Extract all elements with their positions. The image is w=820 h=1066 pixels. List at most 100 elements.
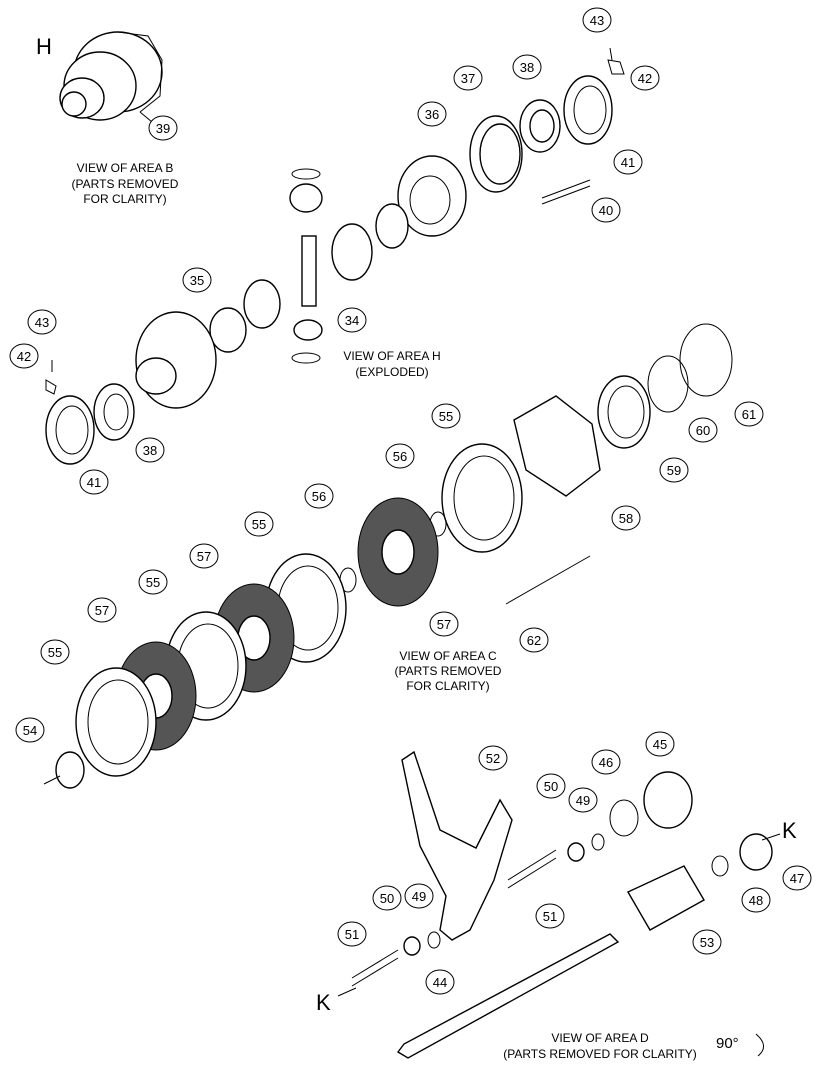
callout-49-left: 49 bbox=[404, 883, 434, 909]
callout-56-mid: 56 bbox=[304, 483, 334, 509]
callout-50-left: 50 bbox=[372, 885, 402, 911]
svg-text:60: 60 bbox=[696, 423, 710, 438]
callout-35: 35 bbox=[182, 267, 212, 293]
callout-49-right: 49 bbox=[568, 787, 598, 813]
callout-44: 44 bbox=[425, 969, 455, 995]
callout-50-right: 50 bbox=[536, 773, 566, 799]
svg-text:34: 34 bbox=[345, 313, 359, 328]
svg-text:61: 61 bbox=[742, 407, 756, 422]
svg-text:51: 51 bbox=[345, 927, 359, 942]
callout-45: 45 bbox=[645, 731, 675, 757]
area-c-note-1: (PARTS REMOVED bbox=[395, 664, 502, 678]
svg-text:55: 55 bbox=[48, 645, 62, 660]
callout-42-left: 42 bbox=[9, 343, 39, 369]
svg-text:41: 41 bbox=[87, 475, 101, 490]
svg-text:49: 49 bbox=[576, 793, 590, 808]
callout-46: 46 bbox=[591, 749, 621, 775]
area-h-title: VIEW OF AREA H bbox=[343, 349, 440, 363]
callout-51-left: 51 bbox=[337, 921, 367, 947]
callout-62: 62 bbox=[519, 627, 549, 653]
svg-text:56: 56 bbox=[312, 489, 326, 504]
svg-text:50: 50 bbox=[380, 891, 394, 906]
callout-42-top: 42 bbox=[630, 65, 660, 91]
callout-53: 53 bbox=[692, 929, 722, 955]
svg-text:57: 57 bbox=[95, 603, 109, 618]
svg-text:42: 42 bbox=[17, 349, 31, 364]
svg-text:55: 55 bbox=[439, 409, 453, 424]
svg-text:62: 62 bbox=[527, 633, 541, 648]
marker-k-left: K bbox=[316, 990, 331, 1015]
area-c-title: VIEW OF AREA C bbox=[399, 649, 497, 663]
area-h-note: (EXPLODED) bbox=[355, 365, 428, 379]
area-b-note-2: FOR CLARITY) bbox=[83, 192, 166, 206]
area-b-note-1: (PARTS REMOVED bbox=[72, 177, 179, 191]
area-h-assembly bbox=[45, 47, 625, 465]
svg-text:54: 54 bbox=[23, 723, 37, 738]
callout-43-left: 43 bbox=[27, 309, 57, 335]
callout-37: 37 bbox=[453, 65, 483, 91]
svg-text:39: 39 bbox=[156, 121, 170, 136]
svg-text:35: 35 bbox=[190, 273, 204, 288]
callout-54: 54 bbox=[15, 717, 45, 743]
svg-text:58: 58 bbox=[619, 511, 633, 526]
svg-text:44: 44 bbox=[433, 975, 447, 990]
callout-38-top: 38 bbox=[512, 54, 542, 80]
callout-55-left: 55 bbox=[40, 639, 70, 665]
callout-38-left: 38 bbox=[135, 437, 165, 463]
svg-text:38: 38 bbox=[520, 60, 534, 75]
callout-58: 58 bbox=[611, 505, 641, 531]
svg-text:47: 47 bbox=[790, 871, 804, 886]
svg-text:42: 42 bbox=[638, 71, 652, 86]
area-d-title: VIEW OF AREA D bbox=[551, 1031, 649, 1045]
callout-55-lower: 55 bbox=[138, 569, 168, 595]
svg-text:59: 59 bbox=[667, 463, 681, 478]
callout-57-left: 57 bbox=[87, 597, 117, 623]
svg-text:57: 57 bbox=[437, 617, 451, 632]
callout-55-top: 55 bbox=[431, 403, 461, 429]
callout-47: 47 bbox=[782, 865, 812, 891]
svg-text:45: 45 bbox=[653, 737, 667, 752]
callout-56-top: 56 bbox=[385, 443, 415, 469]
callout-41-top: 41 bbox=[613, 149, 643, 175]
svg-text:37: 37 bbox=[461, 71, 475, 86]
svg-text:52: 52 bbox=[486, 751, 500, 766]
svg-text:40: 40 bbox=[599, 203, 613, 218]
callout-55-mid: 55 bbox=[244, 511, 274, 537]
callout-52: 52 bbox=[478, 745, 508, 771]
callout-41-left: 41 bbox=[79, 469, 109, 495]
svg-text:51: 51 bbox=[543, 909, 557, 924]
callout-60: 60 bbox=[688, 417, 718, 443]
callout-36: 36 bbox=[417, 101, 447, 127]
svg-text:43: 43 bbox=[35, 315, 49, 330]
callout-51-right: 51 bbox=[535, 903, 565, 929]
callout-57-right: 57 bbox=[429, 611, 459, 637]
callout-48: 48 bbox=[741, 887, 771, 913]
area-b-title: VIEW OF AREA B bbox=[77, 161, 174, 175]
callout-43-top: 43 bbox=[582, 7, 612, 33]
view-marker-h: H bbox=[36, 34, 52, 59]
svg-text:43: 43 bbox=[590, 13, 604, 28]
svg-text:46: 46 bbox=[599, 755, 613, 770]
svg-text:55: 55 bbox=[146, 575, 160, 590]
svg-text:50: 50 bbox=[544, 779, 558, 794]
svg-text:36: 36 bbox=[425, 107, 439, 122]
rotation-label: 90° bbox=[716, 1035, 739, 1052]
callout-40: 40 bbox=[591, 197, 621, 223]
area-d-assembly bbox=[337, 750, 781, 1059]
area-c-note-2: FOR CLARITY) bbox=[406, 679, 489, 693]
svg-text:57: 57 bbox=[197, 549, 211, 564]
callout-57-mid: 57 bbox=[189, 543, 219, 569]
callout-61: 61 bbox=[734, 401, 764, 427]
area-d-note: (PARTS REMOVED FOR CLARITY) bbox=[503, 1047, 697, 1061]
svg-text:56: 56 bbox=[393, 449, 407, 464]
svg-text:55: 55 bbox=[252, 517, 266, 532]
svg-text:48: 48 bbox=[749, 893, 763, 908]
callout-34: 34 bbox=[337, 307, 367, 333]
svg-text:49: 49 bbox=[412, 889, 426, 904]
marker-k-right: K bbox=[782, 818, 797, 843]
svg-text:53: 53 bbox=[700, 935, 714, 950]
callout-39: 39 bbox=[148, 115, 178, 141]
callout-59: 59 bbox=[659, 457, 689, 483]
area-c-assembly bbox=[43, 323, 733, 789]
